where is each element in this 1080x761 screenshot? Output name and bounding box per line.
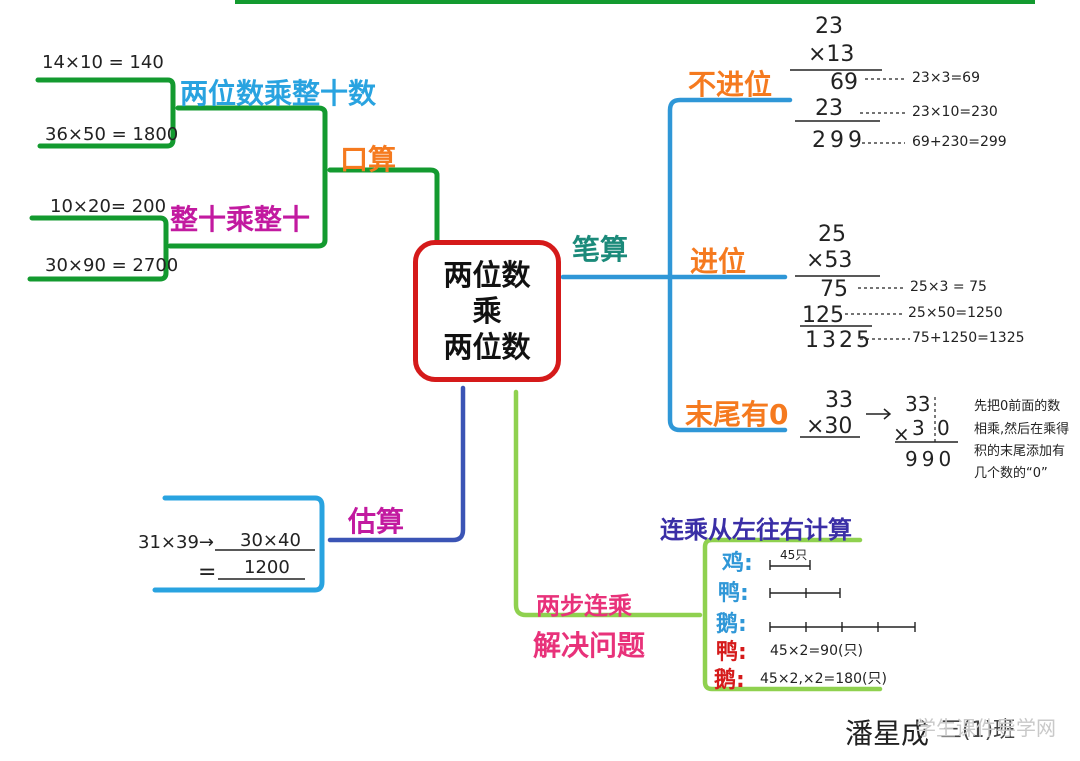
oral-label: 口算 <box>340 143 397 176</box>
watermark: 学生课件导学网 <box>916 716 1056 740</box>
nc-note2: 23×10=230 <box>912 104 998 120</box>
z-note2: 相乘,然后在乘得 <box>974 422 1070 437</box>
nc-top: 23 <box>815 14 843 39</box>
c-p1: 75 <box>820 277 848 302</box>
oral-ex3: 10×20= 200 <box>50 196 167 217</box>
z-mult2b: 3 <box>912 416 925 440</box>
nc-note3: 69+230=299 <box>912 134 1007 150</box>
z-note3: 积的末尾添加有 <box>974 444 1066 459</box>
est-result: 1200 <box>244 557 290 578</box>
oral-ex4: 30×90 = 2700 <box>45 255 179 276</box>
c-top: 25 <box>818 222 846 247</box>
nc-p1: 69 <box>830 70 858 95</box>
written-label: 笔算 <box>572 233 629 266</box>
signature: 潘星成 <box>845 717 930 750</box>
center-line2: 乘 <box>472 294 502 328</box>
signature-class: 三(1)班 <box>940 718 1016 743</box>
est-expr: 31×39→ <box>138 532 214 553</box>
no-carry-label: 不进位 <box>688 68 773 101</box>
estimate-label: 估算 <box>348 505 405 538</box>
nc-res: 299 <box>812 128 866 153</box>
nc-mult: ×13 <box>808 42 855 67</box>
nc-p2: 23 <box>815 96 843 121</box>
oral-ex1: 14×10 = 140 <box>42 52 164 73</box>
c-p2: 125 <box>802 303 844 328</box>
goose-calc-label: 鹅: <box>714 668 745 693</box>
z-top: 33 <box>825 388 853 413</box>
written-stem-bottom <box>667 274 788 433</box>
goose-calc-value: 45×2,×2=180(只) <box>760 671 887 687</box>
duck-calc-label: 鸭: <box>716 640 747 665</box>
z-res: 990 <box>905 447 956 471</box>
oral-ex2: 36×50 = 1800 <box>45 124 179 145</box>
est-approx: 30×40 <box>240 530 301 551</box>
chicken-label: 鸡: <box>722 551 753 576</box>
oral-connector <box>327 167 440 243</box>
c-note1: 25×3 = 75 <box>910 279 987 295</box>
c-note2: 25×50=1250 <box>908 305 1003 321</box>
oral-sub1-label: 两位数乘整十数 <box>180 77 377 110</box>
z-mult2: × <box>893 422 910 446</box>
word-label2: 解决问题 <box>533 629 646 662</box>
written-stem <box>667 97 793 280</box>
top-green-border <box>235 0 1035 4</box>
word-connector <box>513 389 703 618</box>
z-mult: ×30 <box>806 414 853 439</box>
c-note3: 75+1250=1325 <box>912 330 1025 346</box>
oral-sub2-bracket <box>27 215 169 282</box>
oral-sub1-connector <box>175 105 328 173</box>
estimate-connector <box>327 385 466 543</box>
oral-sub1-bracket <box>35 77 176 149</box>
estimate-bracket <box>152 495 325 593</box>
chicken-value: 45只 <box>780 548 808 562</box>
oral-sub2-connector <box>167 167 328 249</box>
center-topic: 两位数 乘 两位数 <box>413 240 561 382</box>
est-eq: = <box>198 560 217 585</box>
center-line3: 两位数 <box>443 330 531 364</box>
zero-arrow <box>866 408 892 420</box>
word-bracket <box>702 537 883 692</box>
z-note4: 几个数的“0” <box>974 466 1048 481</box>
z-mult2c: 0 <box>937 416 950 440</box>
word-label1: 两步连乘 <box>536 592 632 620</box>
nc-note1: 23×3=69 <box>912 70 980 86</box>
word-header: 连乘从左往右计算 <box>660 516 852 544</box>
c-mult: ×53 <box>806 248 853 273</box>
c-res: 1325 <box>805 328 873 353</box>
duck-label: 鸭: <box>718 581 749 606</box>
z-note1: 先把0前面的数 <box>974 399 1061 414</box>
center-line1: 两位数 <box>443 258 531 292</box>
carry-label: 进位 <box>690 245 747 278</box>
goose-label: 鹅: <box>716 612 747 637</box>
duck-calc-value: 45×2=90(只) <box>770 643 863 659</box>
z-top2: 33 <box>905 392 931 416</box>
oral-sub2-label: 整十乘整十 <box>170 203 311 236</box>
zero-label: 末尾有0 <box>685 398 789 431</box>
